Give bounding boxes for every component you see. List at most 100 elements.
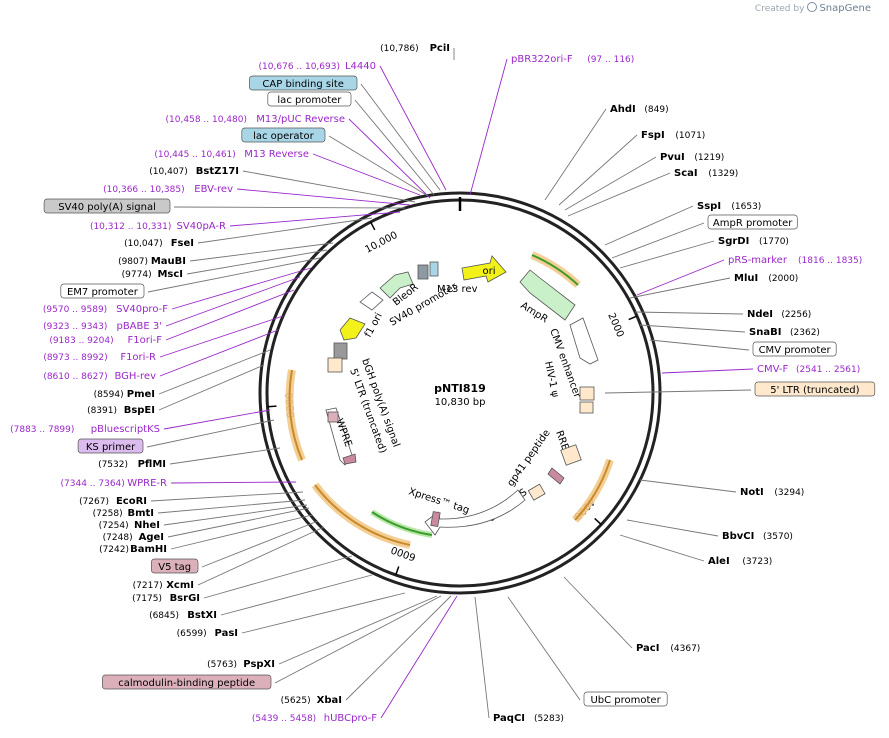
label-name: PspXI [243,659,275,670]
map-label[interactable]: V5 tag [151,558,199,574]
map-label[interactable]: AgeI(7248) [103,532,164,543]
feature-arcs [285,251,614,549]
map-label[interactable]: AmpR promoter [707,214,798,230]
map-label[interactable]: BstZ17I(10,407) [149,166,239,177]
map-label[interactable]: M13/pUC Reverse(10,458 .. 10,480) [166,114,345,125]
label-position: (7248) [103,533,133,543]
feature-name: lac promoter [277,95,342,106]
map-label[interactable]: SgrDI(1770) [718,236,789,247]
feature-name: lac operator [253,131,314,142]
map-label[interactable]: hUBCpro-F(5439 .. 5458) [252,713,377,724]
map-label[interactable]: FspI(1071) [641,130,705,141]
map-label[interactable]: EcoRI(7267) [79,496,147,507]
leader-line [649,339,750,351]
label-leaders [146,48,754,719]
leader-line [474,596,490,719]
map-label[interactable]: CMV-F(2541 .. 2561) [757,364,860,375]
map-label[interactable]: PaqCI(5283) [493,713,564,724]
map-label[interactable]: XbaI(5625) [281,695,342,706]
snapgene-watermark: Created by SnapGene [755,2,871,14]
map-label[interactable]: lac operator [241,127,326,143]
map-label[interactable]: PspXI (5763) [207,659,275,670]
map-label[interactable]: BbvCI(3570) [722,531,793,542]
watermark-brand: SnapGene [819,3,871,14]
map-label[interactable]: L4440(10,676 .. 10,693) [259,61,376,72]
map-label[interactable]: XcmI(7217) [133,580,194,591]
map-label[interactable]: SV40pro-F(9570 .. 9589) [43,304,168,315]
map-label[interactable]: F1ori-F(9183 .. 9204) [49,335,162,346]
snapgene-logo-icon [807,2,818,12]
feature-name: EM7 promoter [67,287,139,298]
leader-line [146,419,275,448]
label-position: (849) [644,105,668,115]
map-label[interactable]: 5' LTR (truncated) [754,381,876,397]
map-label[interactable]: F1ori-R(8973 .. 8992) [43,352,156,363]
map-label[interactable]: MluI(2000) [734,273,798,284]
map-label[interactable]: PciI(10,786) [380,43,450,54]
map-label[interactable]: FseI(10,047) [124,238,194,249]
map-label[interactable]: EM7 promoter [60,283,145,299]
map-label[interactable]: SspI(1653) [697,201,761,212]
map-label[interactable]: BmtI(7258) [93,508,154,519]
leader-line [165,289,295,341]
map-label[interactable]: NdeI(2256) [747,309,811,320]
map-label[interactable]: SV40 poly(A) signal [43,198,171,214]
map-label[interactable]: pBR322ori-F(97 .. 116) [511,54,634,65]
label-position: (5763) [207,660,237,670]
xpress-label: Xpress™ tag [407,486,471,516]
label-position: (10,312 .. 10,331) [90,222,171,232]
tick-mark [628,315,638,321]
gp41-marker [547,467,565,485]
leader-line [312,153,421,196]
label-box [267,91,352,107]
map-label[interactable]: BsrGI(7175) [132,593,200,604]
map-label[interactable]: SV40pA-R(10,312 .. 10,331) [90,221,226,232]
map-label[interactable]: calmodulin-binding peptide [102,674,272,690]
map-label[interactable]: pBABE 3'(9323 .. 9343) [43,321,162,332]
map-label[interactable]: EBV-rev(10,366 .. 10,385) [103,184,233,195]
map-label[interactable]: lac promoter [267,91,352,107]
label-position: (10,786) [380,44,419,54]
map-label[interactable]: SnaBI(2362) [749,327,820,338]
map-labels: PciI(10,786) L4440(10,676 .. 10,693) CAP b… [10,43,876,724]
map-label[interactable]: PasI(6599) [177,628,238,639]
map-label[interactable]: ScaI(1329) [674,168,738,179]
leader-line [639,324,746,333]
map-label[interactable]: CAP binding site [249,75,358,91]
map-label[interactable]: MscI(9774) [122,269,183,280]
map-label[interactable]: PflMI(7532) [98,459,166,470]
map-label[interactable]: AleI(3723) [708,556,772,567]
label-name: MluI [734,273,758,284]
feature-ltr-arc-line [574,459,611,521]
map-label[interactable]: pBluescriptKS(7883 .. 7899) [10,424,160,435]
map-label[interactable]: BGH-rev(8610 .. 8627) [43,371,156,382]
feature-green-arc [370,509,433,538]
map-label[interactable]: AhdI(849) [610,104,669,115]
map-label[interactable]: BspEI(8391) [87,405,155,416]
f1-ori-label: f1 ori [363,311,385,339]
map-label[interactable]: BstXI(6845) [149,610,217,621]
label-name: pBABE 3' [116,321,162,332]
map-label[interactable]: PvuI(1219) [660,152,724,163]
map-label[interactable]: M13 Reverse(10,445 .. 10,461) [154,149,309,160]
map-label[interactable]: KS primer [77,438,144,454]
leader-line [274,595,442,684]
ltr-right-box [579,386,595,401]
map-label[interactable]: BamHI(7242) [99,544,167,555]
leader-line [165,276,301,327]
label-position: (2541 .. 2561) [796,365,860,375]
map-label[interactable]: WPRE-R(7344 .. 7364) [61,478,168,489]
map-label[interactable]: MauBI(9807) [118,256,186,267]
map-label[interactable]: NotI(3294) [740,487,804,498]
label-position: (7258) [93,509,123,519]
plasmid-length: 10,830 bp [435,397,486,408]
watermark-created-by: Created by [754,4,805,14]
leader-line [170,514,313,550]
map-label[interactable]: CMV promoter [752,341,837,357]
map-label[interactable]: NheI(7254) [99,520,160,531]
map-label[interactable]: UbC promoter [583,691,668,707]
map-label[interactable]: PmeI(8594) [94,389,155,400]
map-label[interactable]: PacI(4367) [636,643,700,654]
map-label[interactable]: pRS-marker(1816 .. 1835) [728,255,862,266]
label-position: (1816 .. 1835) [798,256,862,266]
